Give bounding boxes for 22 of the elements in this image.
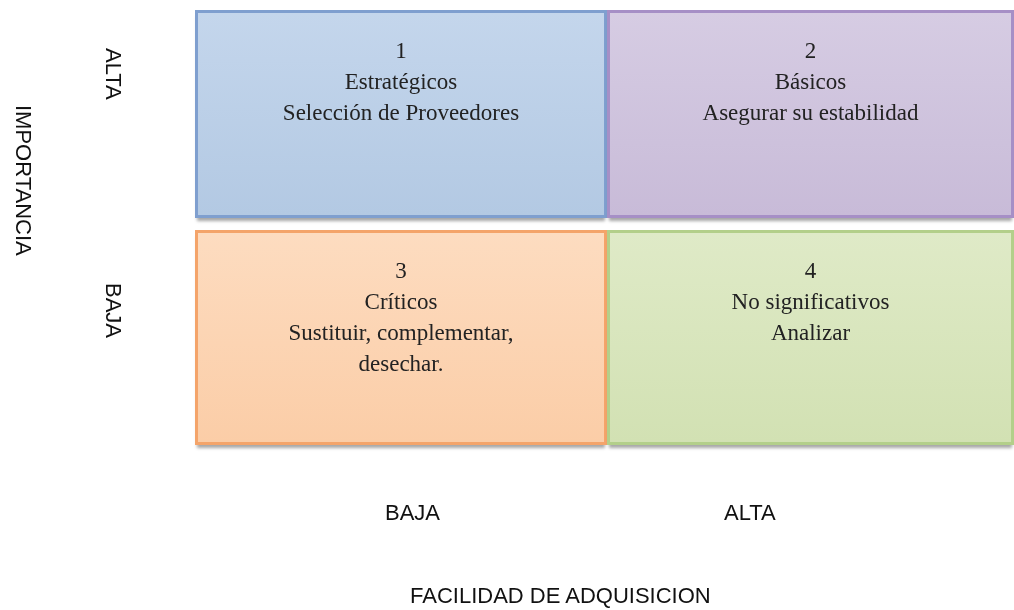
axis-title: FACILIDAD DE ADQUISICION [410, 583, 711, 609]
quadrant-heading: Críticos [364, 288, 438, 316]
quadrant-text: Analizar [770, 319, 851, 347]
quadrant-number: 3 [395, 257, 407, 285]
axis-level-label: BAJA [100, 283, 126, 339]
quadrant-number: 2 [804, 37, 817, 65]
axis-title: IMPORTANCIA [10, 105, 36, 256]
matrix-quadrant [195, 10, 607, 218]
matrix-quadrant [607, 10, 1014, 218]
quadrant-text: Selección de Proveedores [282, 99, 520, 127]
quadrant-heading: No significativos [731, 288, 890, 316]
axis-level-label: ALTA [100, 48, 126, 100]
quadrant-text: Asegurar su estabilidad [702, 99, 919, 127]
axis-level-label: ALTA [724, 500, 776, 526]
quadrant-text: Sustituir, complementar, desechar. [287, 319, 515, 378]
axis-level-label: BAJA [385, 500, 441, 526]
matrix-quadrant [195, 230, 607, 445]
quadrant-number: 1 [395, 37, 407, 65]
matrix-quadrant [607, 230, 1014, 445]
quadrant-heading: Básicos [774, 68, 847, 96]
quadrant-heading: Estratégicos [344, 68, 458, 96]
quadrant-number: 4 [804, 257, 817, 285]
